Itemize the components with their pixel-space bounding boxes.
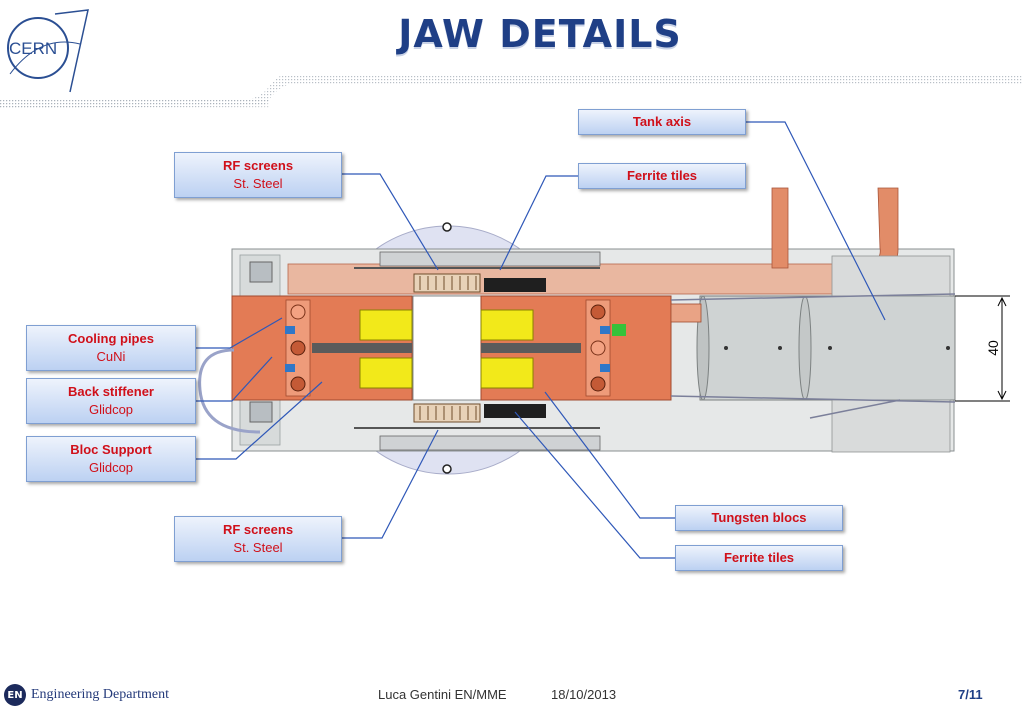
rf-screen-fingers-bottom [413,403,481,423]
callout-label: Back stiffener [68,384,154,399]
callout-back-stiffener: Back stiffener Glidcop [26,378,196,424]
footer-date: 18/10/2013 [551,687,617,702]
tungsten-bloc-right-top [480,309,534,341]
dimension-label: 40 [985,340,1001,356]
callout-material: Glidcop [88,460,134,475]
callout-material: Glidcop [88,402,134,417]
footer-department-logo: EN Engineering Department [4,684,169,706]
ferrite-tile-top [484,278,546,292]
callout-label: RF screens [222,522,294,537]
department-name: Engineering Department [31,687,170,702]
rf-screen-fingers-top [413,273,481,293]
callout-cooling-pipes: Cooling pipes CuNi [26,325,196,371]
leader-lines [196,121,886,559]
callout-rf-screens-top: RF screens St. Steel [174,152,342,198]
beam-aperture [412,295,482,401]
callout-ferrite-tiles-top: Ferrite tiles [578,163,746,189]
callout-label: Ferrite tiles [723,550,795,565]
callout-material: St. Steel [233,540,283,555]
tungsten-bloc-right-bottom [480,357,534,389]
tungsten-bloc-left-bottom [359,357,413,389]
callout-tank-axis: Tank axis [578,109,746,135]
callout-label: Tank axis [632,114,692,129]
callout-label: Tungsten blocs [711,510,807,525]
callout-rf-screens-bottom: RF screens St. Steel [174,516,342,562]
ferrite-tile-bottom [484,404,546,418]
header-band [0,76,1023,108]
jaw-cross-section-drawing: 40 [196,121,1010,559]
logo-text: CERN [9,39,57,58]
page-title: JAW DETAILS [398,12,682,56]
callout-bloc-support: Bloc Support Glidcop [26,436,196,482]
vertical-pipe-1 [771,187,789,269]
callout-material: CuNi [96,349,126,364]
callout-ferrite-tiles-bottom: Ferrite tiles [675,545,843,571]
page-number: 7/11 [958,687,983,702]
footer-author: Luca Gentini EN/MME [378,687,507,702]
tank-body [699,295,956,401]
cooling-pipe-loop [198,348,261,434]
callout-label: Bloc Support [70,442,152,457]
callout-label: RF screens [222,158,294,173]
callout-material: St. Steel [233,176,283,191]
cern-logo: CERN [7,9,89,93]
callout-tungsten-blocs: Tungsten blocs [675,505,843,531]
flange-bolt-bottom [442,464,452,474]
callout-label: Ferrite tiles [626,168,698,183]
flange-bolt-top [442,222,452,232]
en-badge: EN [4,684,26,706]
callout-label: Cooling pipes [68,331,154,346]
tungsten-bloc-left-top [359,309,413,341]
